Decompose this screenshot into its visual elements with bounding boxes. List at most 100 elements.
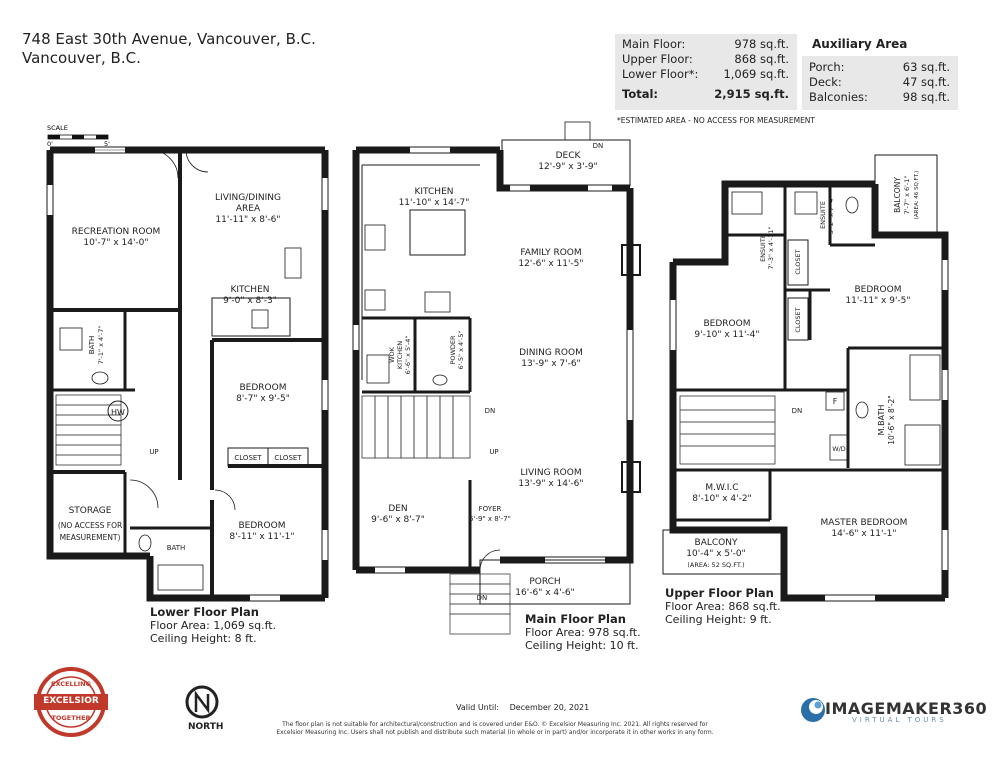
auxiliary-title: Auxiliary Area — [812, 37, 908, 51]
room-label: (NO ACCESS FOR — [58, 521, 122, 530]
lower-floor-labels: RECREATION ROOM 10'-7" x 14'-0" LIVING/D… — [58, 193, 303, 552]
stairs — [679, 395, 776, 465]
room-label: LIVING ROOM — [520, 468, 581, 478]
summary-value: 978 sq.ft. — [734, 37, 789, 51]
room-label: BEDROOM — [240, 383, 287, 393]
furnace — [825, 391, 845, 411]
valid-label: Valid Until: — [456, 703, 500, 712]
room-label: FAMILY ROOM — [520, 248, 581, 258]
room-label: DINING ROOM — [519, 348, 583, 358]
summary-label: Lower Floor*: — [622, 67, 699, 81]
closet-box — [787, 239, 809, 286]
upper-floor-labels: BEDROOM 9'-10" x 11'-4" BEDROOM 11'-11" … — [686, 285, 910, 569]
room-label: CLOSET — [234, 454, 262, 462]
room-label: FOYER — [479, 505, 502, 513]
door-swing — [129, 479, 159, 509]
room-label: BEDROOM — [855, 285, 902, 295]
address-line-2: Vancouver, B.C. — [22, 49, 141, 67]
summary-total-label: Total: — [622, 87, 659, 101]
upper-small-labels: BALCONY 7'-7" x 6'-1" (AREA: 46 SQ.FT.) … — [759, 171, 920, 445]
room-dim: 12'-9" x 3'-9" — [538, 162, 597, 172]
caption-area: Floor Area: 868 sq.ft. — [665, 600, 781, 613]
room-area: (AREA: 46 SQ.FT.) — [914, 171, 920, 219]
caption-title: Lower Floor Plan — [150, 605, 259, 619]
water-heater — [107, 400, 129, 422]
wall — [500, 188, 634, 564]
room-dim: 13'-9" x 14'-6" — [518, 479, 583, 489]
fridge — [364, 289, 386, 311]
room-label: BALCONY — [695, 538, 738, 548]
room-dim: 10'-4" x 5'-0" — [686, 549, 745, 559]
kitchen-counter — [211, 297, 291, 337]
washer-dryer — [829, 434, 849, 461]
fireplace — [621, 244, 641, 276]
summary-label: Upper Floor: — [622, 52, 693, 66]
room-label: CLOSET — [274, 454, 302, 462]
room-dim: 16'-6" x 4'-6" — [515, 588, 574, 598]
auxiliary-area: Porch:63 sq.ft. Deck:47 sq.ft. Balconies… — [802, 56, 958, 110]
disclaimer: The floor plan is not suitable for archi… — [250, 721, 740, 737]
room-label: M.BATH — [877, 405, 886, 436]
room-dim: 6'-5" x 4'-5" — [457, 331, 465, 370]
caption-ceiling: Ceiling Height: 9 ft. — [665, 613, 772, 626]
stair-up-label: UP — [149, 448, 158, 456]
stair-up-label: UP — [489, 448, 498, 456]
main-floor-labels: DECK 12'-9" x 3'-9" DN KITCHEN 11'-10" x… — [371, 142, 603, 602]
room-dim: 10'-7" x 14'-0" — [83, 238, 148, 248]
room-label: LIVING/DINING — [215, 193, 281, 203]
room-dim: 5'-9" x 8'-7" — [469, 515, 511, 523]
shower — [59, 327, 83, 351]
address-block: 748 East 30th Avenue, Vancouver, B.C. Va… — [22, 30, 316, 68]
room-label: BALCONY — [893, 177, 902, 213]
closet-box — [787, 297, 809, 341]
room-label: MASTER BEDROOM — [821, 518, 908, 528]
room-label: KITCHEN — [231, 285, 270, 295]
wall — [496, 150, 630, 192]
caption-ceiling: Ceiling Height: 10 ft. — [525, 639, 639, 652]
room-label: MEASUREMENT) — [60, 533, 121, 542]
main-small-labels: WOK KITCHEN 6'-6" x 5'-4" POWDER 6'-5" x… — [388, 331, 465, 375]
excelsior-seal — [34, 667, 108, 737]
valid-date: December 20, 2021 — [509, 703, 590, 712]
scale-five: 5' — [104, 140, 110, 148]
aux-value: 63 sq.ft. — [902, 60, 950, 74]
room-label: BATH — [167, 544, 186, 552]
caption-title: Upper Floor Plan — [665, 586, 774, 600]
stove — [251, 309, 269, 329]
stair-dn-label: DN — [485, 407, 496, 415]
aux-label: Porch: — [809, 60, 845, 74]
aux-label: Balconies: — [809, 90, 868, 104]
toilet — [432, 374, 448, 386]
room-label: RECREATION ROOM — [72, 227, 161, 237]
room-label: DECK — [556, 151, 582, 161]
room-label: CLOSET — [794, 307, 802, 332]
toilet — [138, 534, 152, 552]
door-swing — [479, 549, 501, 571]
room-dim: 10'-6" x 8'-2" — [887, 395, 896, 445]
aux-value: 47 sq.ft. — [902, 75, 950, 89]
scale-seg — [96, 135, 108, 139]
cooktop — [364, 224, 386, 251]
seal-top-text: EXCELLING — [51, 680, 91, 688]
stair-dn-label: DN — [792, 407, 803, 415]
seal-mid-text: EXCELSIOR — [43, 696, 99, 706]
aux-row-balconies: Balconies:98 sq.ft. — [802, 90, 958, 105]
wall — [673, 180, 875, 266]
toilet — [91, 371, 109, 385]
stairs — [55, 394, 122, 466]
summary-value: 1,069 sq.ft. — [723, 67, 789, 81]
bathtub — [731, 191, 763, 215]
room-label: CLOSET — [794, 249, 802, 274]
main-floor-caption: Main Floor Plan Floor Area: 978 sq.ft. C… — [525, 612, 641, 652]
lower-floor-plan — [46, 146, 329, 602]
room-dim: 9'-6" x 8'-7" — [371, 515, 425, 525]
seal-bottom-text: TOGETHER — [51, 714, 91, 722]
room-dim: 11'-11" x 8'-6" — [215, 215, 280, 225]
summary-row-lower: Lower Floor*: 1,069 sq.ft. — [615, 67, 797, 82]
scale-bar: SCALE 0' 5' — [47, 124, 110, 148]
room-dim: 7'-1" x 4'-7" — [97, 326, 105, 365]
scale-label: SCALE — [47, 124, 68, 132]
room-label: DEN — [388, 504, 407, 514]
room-dim: 11'-11" x 9'-5" — [845, 296, 910, 306]
